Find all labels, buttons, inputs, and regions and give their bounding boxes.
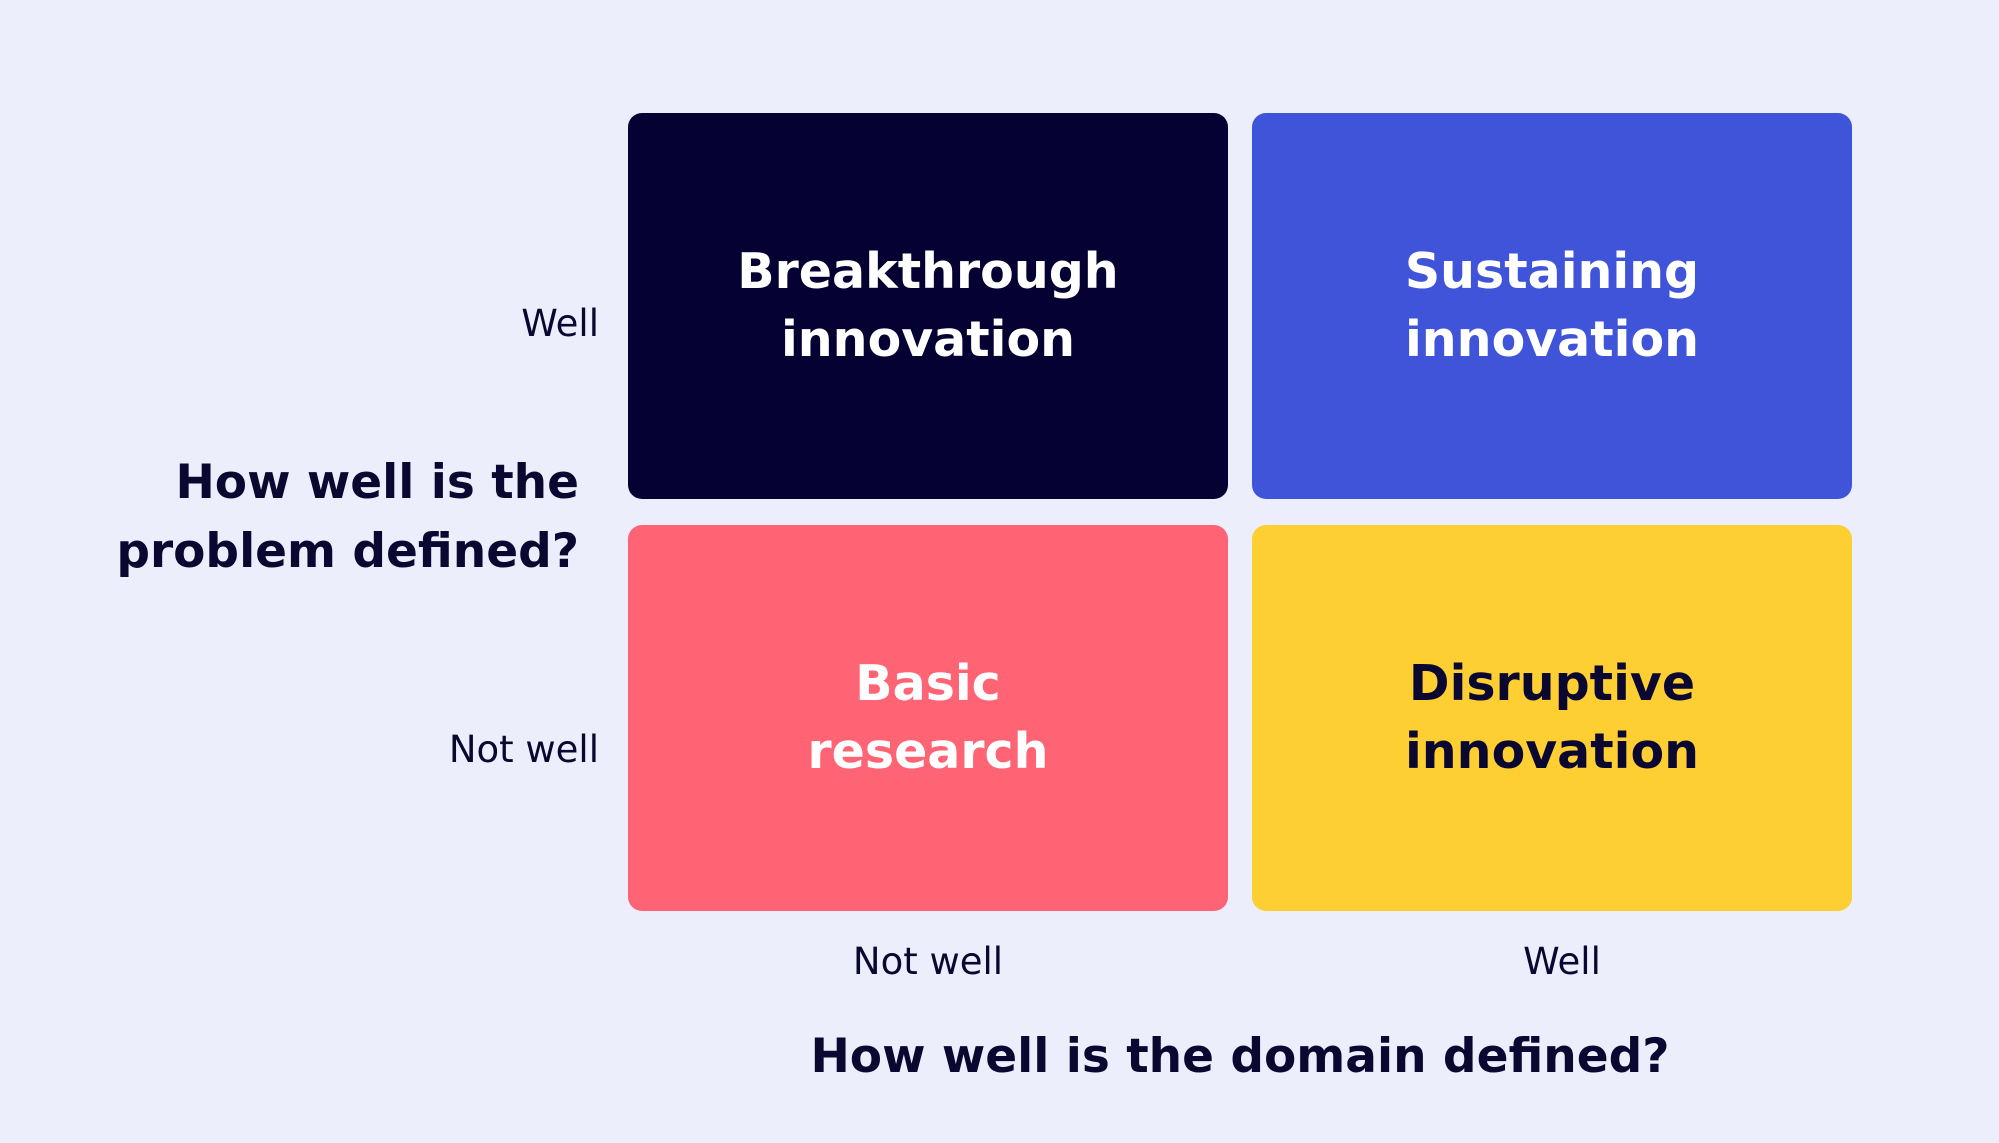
quadrant-disruptive-innovation: Disruptive innovation: [1252, 525, 1852, 911]
x-axis-title: How well is the domain defined?: [810, 1029, 1670, 1084]
y-axis-tick-not-well: Not well: [448, 728, 599, 771]
y-axis-tick-well: Well: [521, 302, 599, 345]
quadrant-label: Disruptive innovation: [1405, 655, 1699, 780]
quadrant-basic-research: Basic research: [628, 525, 1228, 911]
y-axis-title: How well is the problem defined?: [116, 455, 579, 579]
x-axis-tick-well: Well: [1523, 940, 1601, 983]
quadrant-breakthrough-innovation: Breakthrough innovation: [628, 113, 1228, 499]
quadrant-label: Breakthrough innovation: [737, 243, 1119, 368]
quadrant-label: Sustaining innovation: [1404, 243, 1700, 368]
quadrant-sustaining-innovation: Sustaining innovation: [1252, 113, 1852, 499]
quadrant-label: Basic research: [807, 655, 1049, 780]
x-axis-tick-not-well: Not well: [852, 940, 1004, 983]
